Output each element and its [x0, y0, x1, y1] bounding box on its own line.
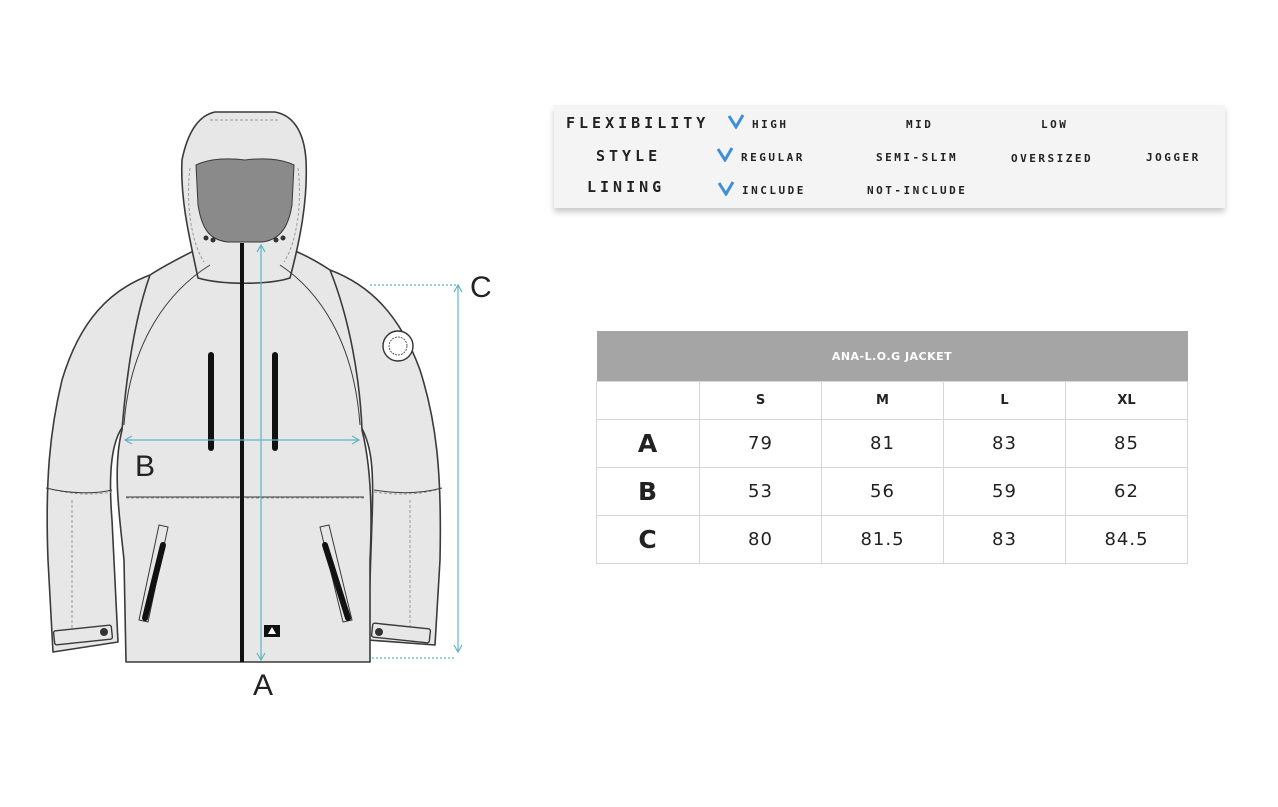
style-option-regular: REGULAR: [741, 151, 805, 164]
attr-label-lining: LINING: [587, 178, 666, 196]
table-cell: 84.5: [1065, 515, 1188, 564]
attr-label-flexibility: FLEXIBILITY: [566, 114, 710, 132]
table-cell: 59: [943, 467, 1066, 516]
flex-option-mid: MID: [906, 118, 934, 131]
table-row: A 79 81 83 85: [596, 419, 1188, 468]
style-option-jogger: JOGGER: [1146, 151, 1201, 164]
row-label: A: [596, 419, 700, 468]
style-option-semi-slim: SEMI-SLIM: [876, 151, 959, 164]
hand-pockets: [138, 524, 353, 623]
flex-option-low: LOW: [1041, 118, 1069, 131]
check-icon: [717, 181, 735, 196]
header-cell-empty: [596, 381, 700, 420]
cuff-tabs: [52, 622, 432, 646]
lining-option-not-include: NOT-INCLUDE: [867, 184, 968, 197]
table-cell: 81: [821, 419, 944, 468]
table-row: B 53 56 59 62: [596, 467, 1188, 516]
row-label: C: [596, 515, 700, 564]
table-cell: 80: [699, 515, 822, 564]
header-cell-s: S: [699, 381, 822, 420]
table-cell: 81.5: [821, 515, 944, 564]
measure-lines: [123, 243, 463, 662]
header-cell-l: L: [943, 381, 1066, 420]
measure-label-c: C: [470, 271, 492, 304]
check-icon: [727, 114, 745, 129]
table-cell: 83: [943, 515, 1066, 564]
size-table-title: ANA-L.O.G JACKET: [596, 331, 1188, 382]
header-cell-m: M: [821, 381, 944, 420]
table-cell: 83: [943, 419, 1066, 468]
sleeve-logo-patch: [382, 330, 414, 362]
table-cell: 62: [1065, 467, 1188, 516]
check-icon: [716, 147, 734, 162]
lining-option-include: INCLUDE: [742, 184, 806, 197]
size-table: ANA-L.O.G JACKET S M L XL A 79 81 83 85 …: [596, 331, 1188, 564]
row-label: B: [596, 467, 700, 516]
measure-label-b: B: [135, 450, 155, 483]
attribute-panel: FLEXIBILITY STYLE LINING HIGH MID LOW RE…: [554, 105, 1225, 208]
size-table-header: S M L XL: [596, 381, 1188, 420]
table-cell: 85: [1065, 419, 1188, 468]
measure-label-a: A: [253, 669, 273, 702]
table-cell: 56: [821, 467, 944, 516]
table-row: C 80 81.5 83 84.5: [596, 515, 1188, 564]
attr-label-style: STYLE: [596, 147, 662, 165]
jacket-diagram: A B C: [45, 111, 492, 702]
hood-opening: [195, 158, 295, 243]
header-cell-xl: XL: [1065, 381, 1188, 420]
style-option-oversized: OVERSIZED: [1011, 152, 1094, 165]
table-cell: 79: [699, 419, 822, 468]
flex-option-high: HIGH: [752, 118, 789, 131]
table-cell: 53: [699, 467, 822, 516]
